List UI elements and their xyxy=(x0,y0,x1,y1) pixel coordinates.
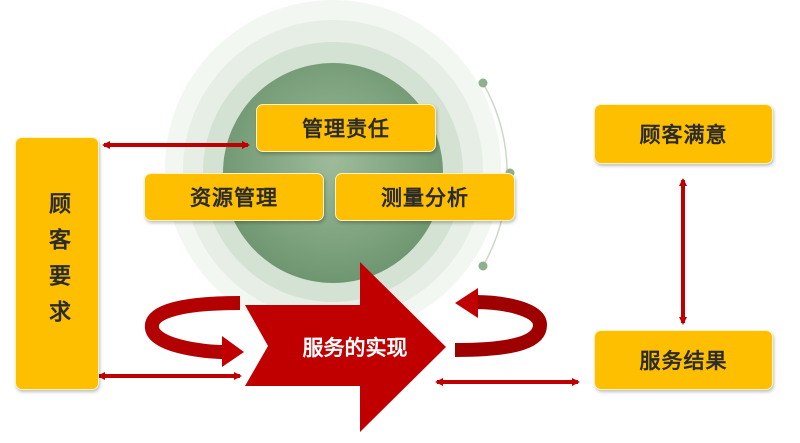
management-responsibility-box: 管理责任 xyxy=(256,104,436,152)
customer-requirements-label: 顾客要求 xyxy=(45,191,70,336)
service-realization-arrow xyxy=(245,262,446,432)
customer-satisfaction-label: 顾客满意 xyxy=(639,123,728,147)
service-result-box: 服务结果 xyxy=(594,330,773,390)
measurement-analysis-box: 测量分析 xyxy=(335,173,515,221)
measurement-analysis-label: 测量分析 xyxy=(381,186,469,210)
service-result-label: 服务结果 xyxy=(639,349,728,373)
service-realization-label: 服务的实现 xyxy=(302,336,408,360)
resource-management-label: 资源管理 xyxy=(190,186,278,210)
management-responsibility-label: 管理责任 xyxy=(302,117,390,141)
connector-arrows xyxy=(97,141,687,386)
resource-management-box: 资源管理 xyxy=(144,173,324,221)
cycle-arrow-right xyxy=(454,288,548,357)
customer-requirements-box: 顾客要求 xyxy=(15,137,99,390)
background-circle xyxy=(165,0,515,336)
customer-satisfaction-box: 顾客满意 xyxy=(594,104,773,164)
cycle-arrow-left xyxy=(144,296,244,367)
